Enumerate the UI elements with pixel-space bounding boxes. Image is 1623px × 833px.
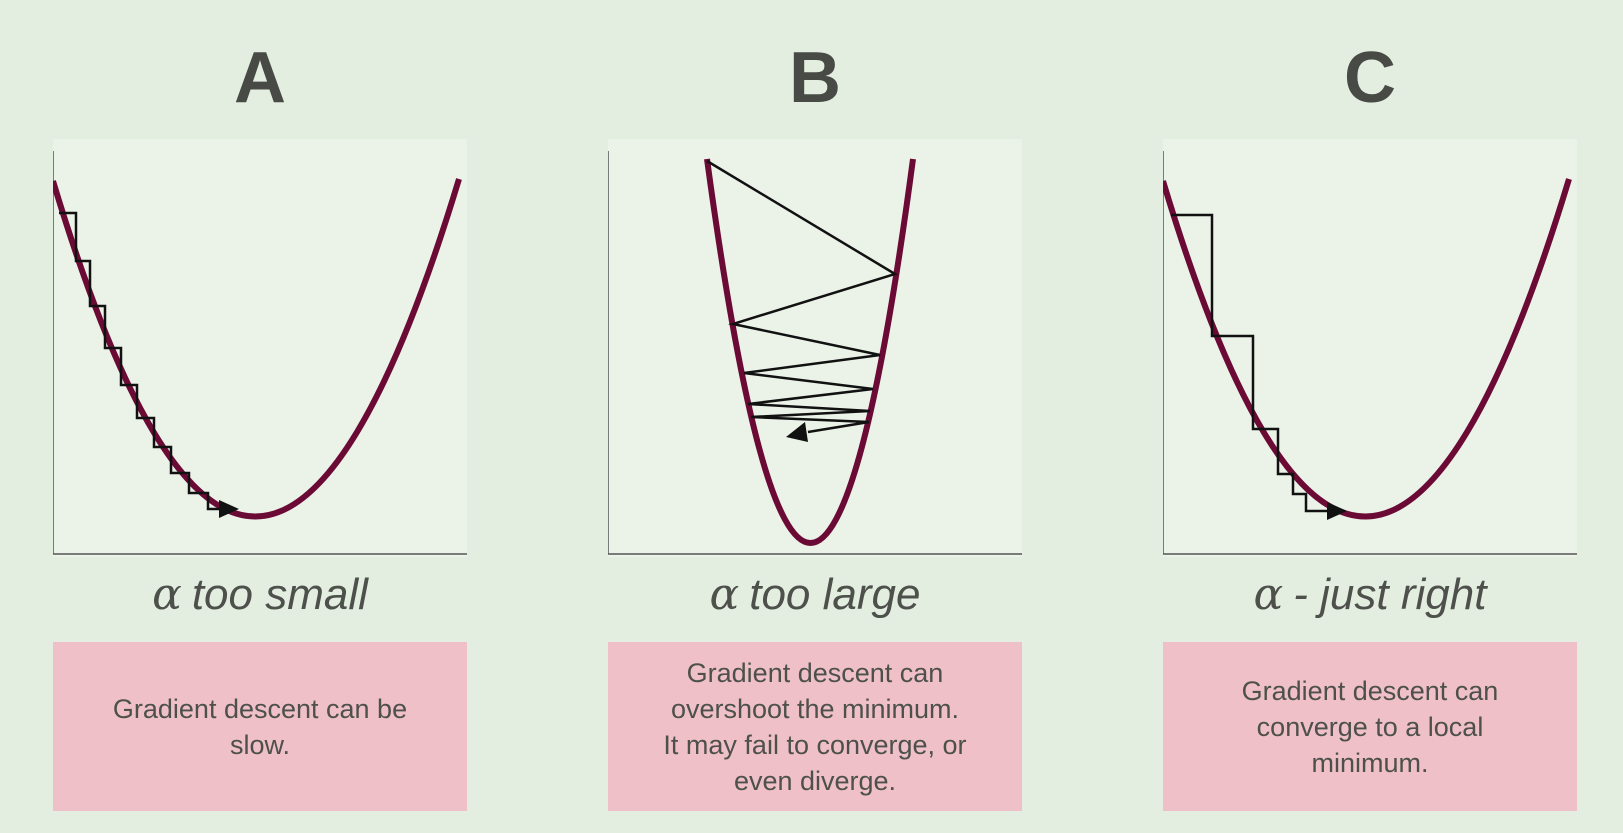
plot-too-small [53,139,467,557]
panel-letter: B [789,38,841,118]
step-arrow-head [219,500,239,518]
note-text: Gradient descent can be slow. [112,693,408,760]
alpha-symbol: α [709,569,740,620]
alpha-label: - just right [1293,570,1487,619]
cost-curve [1163,178,1572,520]
note-box: Gradient descent can be slow. [53,642,467,811]
note-box: Gradient descent can converge to a local… [1163,642,1577,811]
cost-curve [704,158,916,546]
panel-c: C α- just right Gradient descent can con… [1163,0,1577,833]
plot-too-large [608,139,1022,557]
descent-steps [59,211,221,511]
alpha-label: too large [749,570,921,619]
panel-letter: C [1344,38,1396,118]
plot-background [608,139,1022,557]
plot-background [1163,139,1577,557]
panel-letter: A [234,38,286,118]
alpha-symbol: α [152,569,182,620]
alpha-symbol: α [1253,569,1284,620]
descent-steps [1171,213,1328,513]
alpha-caption: α- just right [1163,568,1577,622]
step-arrow-head [786,422,808,442]
axes [608,151,1022,555]
note-box: Gradient descent can overshoot the minim… [608,642,1022,811]
axes [53,151,467,555]
note-text: Gradient descent can converge to a local… [1241,675,1499,778]
alpha-label: too small [191,570,368,619]
note-text: Gradient descent can overshoot the minim… [663,657,967,796]
step-arrow-head [1327,502,1347,520]
axes [1163,151,1577,555]
descent-steps [706,159,899,434]
plot-just-right [1163,139,1577,557]
